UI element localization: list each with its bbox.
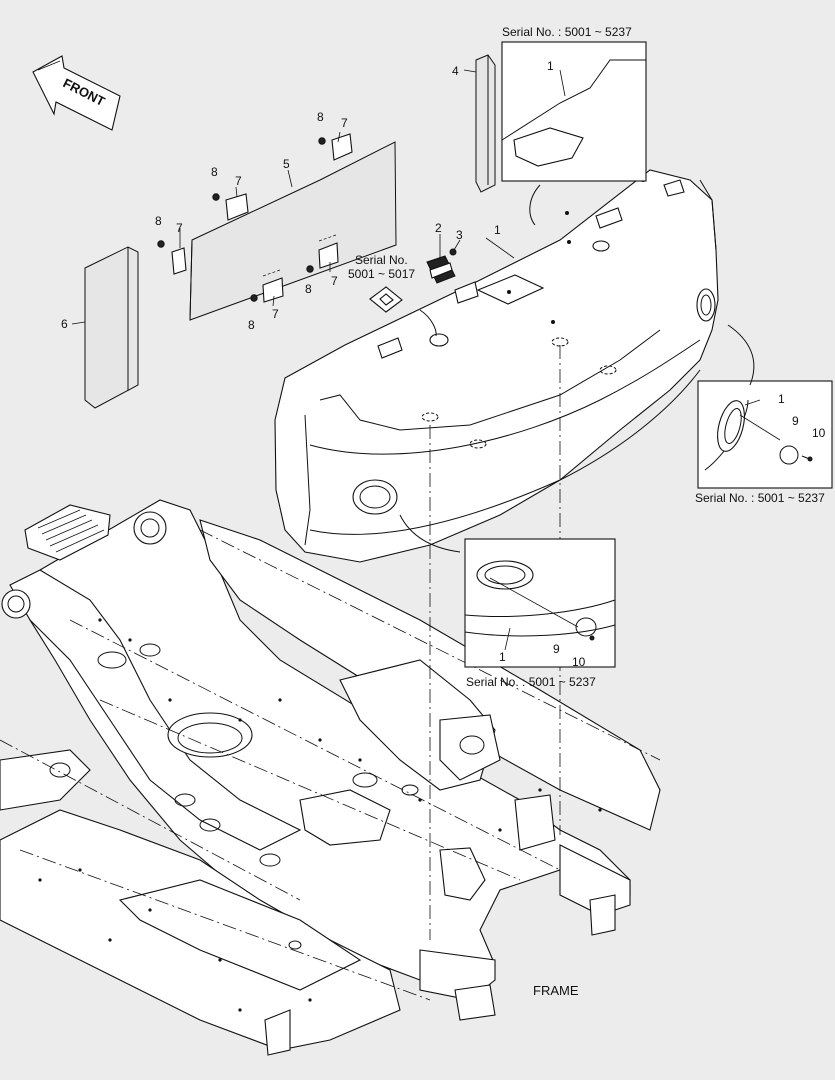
inset-right-serial: Serial No. : 5001 ~ 5237 (695, 491, 825, 505)
inset-center-part-1: 1 (499, 650, 506, 664)
callout-1: 1 (494, 223, 501, 237)
callout-6: 6 (61, 317, 68, 331)
inset-right-part-10: 10 (812, 426, 826, 440)
plate-serial-5001-5017 (369, 286, 403, 313)
nut-part-8 (157, 137, 326, 302)
callout-7-a: 7 (341, 116, 348, 130)
front-arrow-icon: FRONT (32, 55, 121, 131)
bracket-part-2 (426, 255, 456, 284)
callout-7-d: 7 (272, 307, 279, 321)
panel-part-5 (189, 141, 397, 321)
inset-top (501, 41, 647, 182)
inset-center-part-10: 10 (572, 655, 586, 669)
callout-8-e: 8 (305, 282, 312, 296)
leader-lines (71, 69, 515, 325)
strip-part-4 (475, 54, 496, 193)
callout-8-d: 8 (248, 318, 255, 332)
inset-right-part-1: 1 (778, 392, 785, 406)
callout-8-b: 8 (211, 165, 218, 179)
bracket-7-e (318, 234, 339, 269)
callout-8-a: 8 (317, 110, 324, 124)
inset-right-part-9: 9 (792, 414, 799, 428)
small-serial-line2: 5001 ~ 5017 (348, 267, 415, 281)
callout-7-b: 7 (235, 174, 242, 188)
bracket-7-a (331, 133, 353, 161)
inset-top-serial: Serial No. : 5001 ~ 5237 (502, 25, 632, 39)
callout-7-e: 7 (331, 274, 338, 288)
inset-right (697, 380, 833, 489)
inset-center (464, 538, 616, 668)
callout-8-c: 8 (155, 214, 162, 228)
callout-7-c: 7 (176, 221, 183, 235)
bracket-7-b (225, 193, 249, 221)
bracket-7-d (262, 269, 284, 303)
counterweight-body (274, 169, 719, 563)
frame-label: FRAME (533, 983, 579, 998)
callout-2: 2 (435, 221, 442, 235)
bracket-7-c (171, 247, 187, 275)
callout-5: 5 (283, 157, 290, 171)
inset-center-serial: Serial No. : 5001 ~ 5237 (466, 675, 596, 689)
inset-top-part-1: 1 (547, 59, 554, 73)
callout-3: 3 (456, 228, 463, 242)
inset-center-part-9: 9 (553, 642, 560, 656)
callout-4: 4 (452, 64, 459, 78)
bolt-part-3 (449, 248, 457, 256)
small-serial-line1: Serial No. (355, 253, 408, 267)
plate-part-6 (84, 246, 139, 409)
